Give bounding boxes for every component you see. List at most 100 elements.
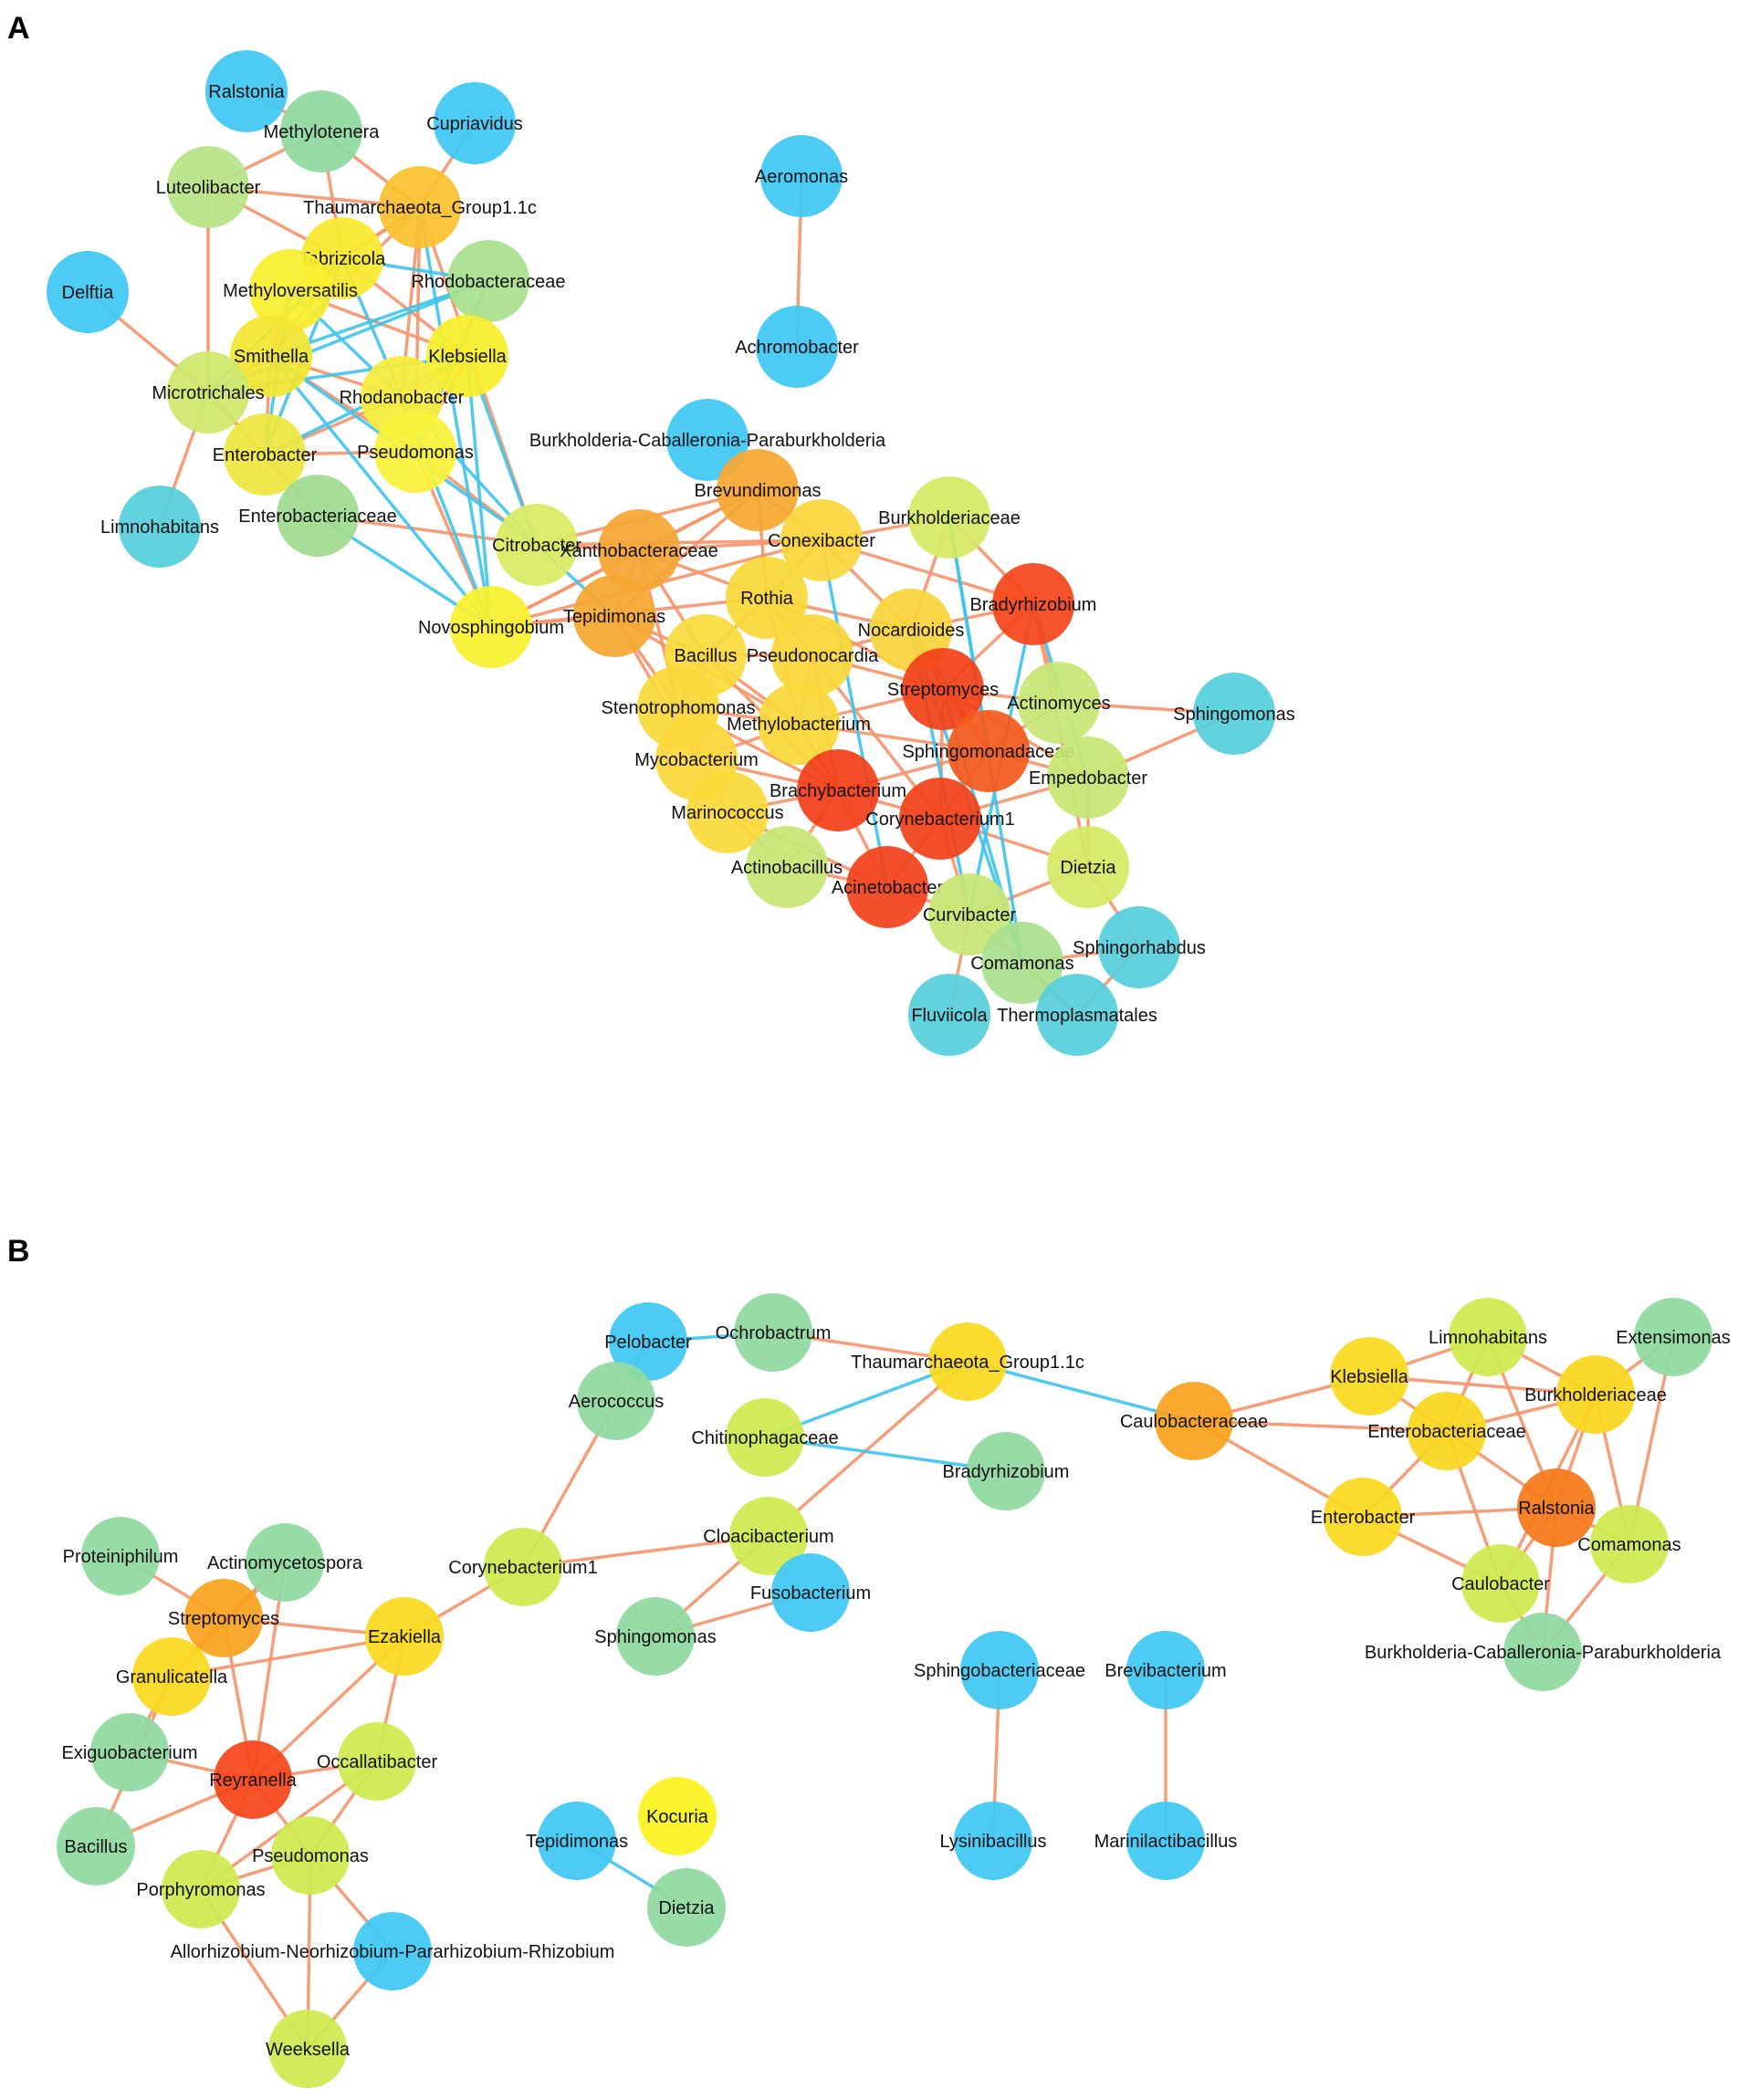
node-circle: [908, 476, 990, 559]
node-kocuria: Kocuria: [638, 1777, 717, 1855]
node-conexibacter: Conexibacter: [768, 499, 875, 581]
node-label: Corynebacterium1: [448, 1558, 597, 1578]
node-label: Caulobacteraceae: [1120, 1412, 1268, 1432]
node-label: Burkholderiaceae: [1524, 1385, 1667, 1405]
node-circle: [981, 922, 1063, 1004]
edge-positive: [171, 1635, 405, 1678]
edge-negative: [269, 354, 493, 629]
node-cloacibacterium: Cloacibacterium: [703, 1497, 834, 1575]
node-circle: [450, 586, 532, 668]
node-label: Pseudomonas: [252, 1846, 369, 1866]
node-fusobacterium: Fusobacterium: [750, 1553, 871, 1632]
node-label: Delftia: [62, 283, 115, 303]
node-label: Marinococcus: [671, 803, 783, 823]
node-pelobacter: Pelobacter: [604, 1302, 692, 1381]
node-label: Methylotenera: [264, 122, 381, 142]
node-label: Luteolibacter: [156, 178, 261, 198]
node-circle: [609, 1302, 687, 1381]
node-comamonas: Comamonas: [1577, 1505, 1681, 1583]
node-circle: [948, 710, 1030, 792]
node-proteiniphilum: Proteiniphilum: [63, 1517, 178, 1595]
node-brevundimonas: Brevundimonas: [695, 449, 821, 531]
node-porphyromonas: Porphyromonas: [136, 1850, 266, 1928]
node-circle: [57, 1807, 135, 1886]
node-circle: [960, 1631, 1039, 1709]
node-smithella: Smithella: [230, 315, 312, 397]
node-circle: [717, 449, 799, 531]
node-label: Thaumarchaeota_Group1.1c: [851, 1353, 1084, 1373]
node-label: Burkholderia-Caballeronia-Paraburkholder…: [529, 431, 886, 451]
node-label: Ochrobactrum: [716, 1323, 832, 1343]
node-label: Enterobacteriaceae: [238, 507, 396, 527]
node-burkholderiaceae: Burkholderiaceae: [1524, 1355, 1667, 1434]
node-circle: [726, 557, 808, 639]
node-circle: [797, 749, 879, 831]
node-circle: [1503, 1613, 1582, 1691]
node-circle: [647, 1868, 726, 1947]
panel-b-letter: B: [7, 1234, 30, 1269]
node-circle: [268, 2010, 347, 2088]
node-thaumarchaeota: Thaumarchaeota_Group1.1c: [303, 166, 537, 248]
node-burkholderia: Burkholderia-Caballeronia-Paraburkholder…: [529, 399, 886, 481]
node-circle: [1461, 1544, 1540, 1623]
node-label: Rhodobacteraceae: [411, 272, 565, 292]
node-bradyrhizobium: Bradyrhizobium: [970, 563, 1096, 645]
node-actinomycetospora: Actinomycetospora: [207, 1523, 363, 1602]
node-label: Tepidimonas: [563, 607, 665, 627]
node-label: Porphyromonas: [136, 1880, 265, 1900]
edge-positive: [1193, 1419, 1448, 1433]
node-label: Actinomycetospora: [207, 1553, 363, 1573]
node-circle: [746, 826, 828, 908]
node-label: Burkholderiaceae: [878, 508, 1021, 528]
node-caulobacter: Caulobacter: [1451, 1544, 1550, 1623]
node-circle: [616, 1597, 695, 1676]
node-circle: [119, 486, 201, 568]
node-marinococcus: Marinococcus: [671, 771, 784, 853]
node-methylobacterium: Methylobacterium: [727, 683, 871, 765]
node-sphingomonas: Sphingomonas: [1173, 673, 1295, 755]
node-allorhizobium: Allorhizobium-Neorhizobium-Pararhizobium…: [171, 1912, 614, 1990]
node-circle: [162, 1850, 240, 1928]
node-circle: [928, 873, 1010, 956]
node-circle: [1126, 1631, 1205, 1709]
node-label: Kocuria: [646, 1807, 709, 1827]
node-methyloversatilis: Methyloversatilis: [223, 249, 358, 331]
node-circle: [573, 575, 655, 657]
node-label: Sphingomonadaceae: [902, 742, 1074, 762]
node-circle: [132, 1637, 211, 1716]
edge-negative: [764, 1436, 1007, 1473]
node-label: Smithella: [234, 347, 309, 367]
node-circle: [1590, 1505, 1669, 1583]
node-ezakiella: Ezakiella: [365, 1597, 444, 1676]
node-circle: [771, 614, 853, 696]
node-circle: [205, 50, 288, 132]
node-label: Pelobacter: [604, 1332, 692, 1353]
node-circle: [1126, 1802, 1205, 1880]
node-klebsiella: Klebsiella: [1330, 1337, 1409, 1416]
node-circle: [760, 135, 843, 217]
node-pseudomonas: Pseudomonas: [252, 1816, 369, 1895]
node-label: Comamonas: [970, 954, 1073, 974]
node-cupriavidus: Cupriavidus: [426, 82, 523, 164]
node-novosphingobium: Novosphingobium: [418, 586, 564, 668]
node-circle: [771, 1553, 850, 1632]
node-label: Sphingobacteriaceae: [914, 1661, 1085, 1681]
node-label: Bacillus: [675, 646, 738, 666]
node-burkholderiaceae: Burkholderiaceae: [878, 476, 1021, 559]
node-enterobacter: Enterobacter: [213, 413, 318, 496]
node-corynebacterium1: Corynebacterium1: [448, 1528, 598, 1606]
node-brevibacterium: Brevibacterium: [1105, 1631, 1227, 1709]
node-thermoplasmatales: Thermoplasmatales: [997, 974, 1157, 1056]
node-label: Actinobacillus: [731, 858, 843, 878]
node-circle: [246, 1523, 324, 1602]
node-label: Achromobacter: [735, 338, 859, 358]
node-circle: [365, 1597, 444, 1676]
node-exiguobacterium: Exiguobacterium: [62, 1713, 197, 1792]
node-actinobacillus: Actinobacillus: [731, 826, 843, 908]
node-label: Tepidimonas: [526, 1832, 628, 1852]
node-label: Marinilactibacillus: [1094, 1832, 1238, 1852]
node-tepidimonas: Tepidimonas: [563, 575, 665, 657]
node-circle: [434, 82, 516, 164]
node-label: Bradyrhizobium: [943, 1462, 1070, 1482]
